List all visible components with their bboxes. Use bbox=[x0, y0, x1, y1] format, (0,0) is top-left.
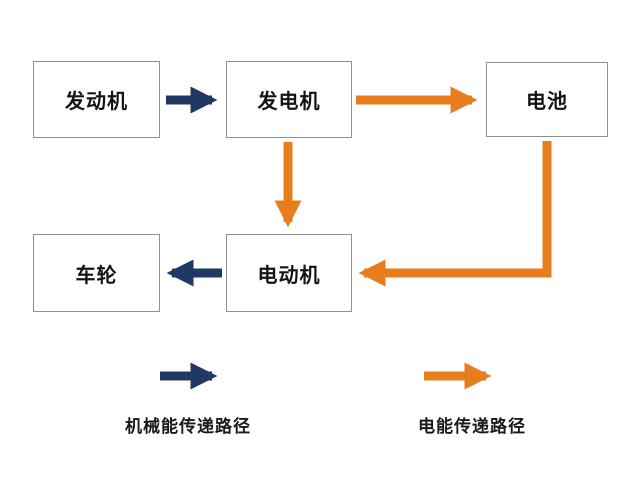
node-motor: 电动机 bbox=[226, 234, 352, 312]
legend-mechanical-label: 机械能传递路径 bbox=[125, 417, 251, 436]
battery-to-motor-arrow bbox=[358, 141, 552, 287]
node-battery: 电池 bbox=[486, 62, 608, 137]
node-engine: 发动机 bbox=[33, 61, 160, 138]
node-generator: 发电机 bbox=[226, 61, 352, 138]
legend-electrical-label: 电能传递路径 bbox=[418, 417, 526, 436]
node-wheel: 车轮 bbox=[33, 234, 160, 312]
